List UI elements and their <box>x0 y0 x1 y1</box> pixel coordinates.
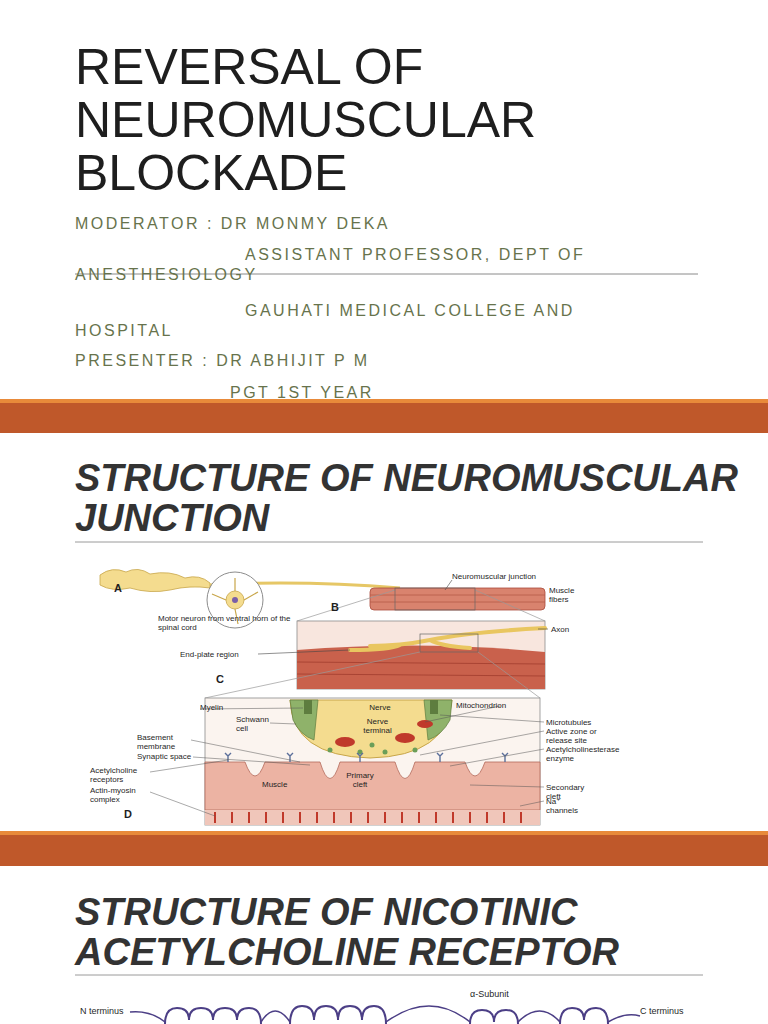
panel-letter: A <box>114 582 134 594</box>
presenter-line: PGT 1ST YEAR <box>230 383 630 403</box>
figure-label: Microtubules <box>546 718 626 727</box>
figure-label: Primary cleft <box>340 771 380 789</box>
leader-line <box>258 650 350 654</box>
moderator-line: MODERATOR : DR MONMY DEKA <box>75 214 695 234</box>
helix-segment <box>290 1006 386 1024</box>
panel-frame <box>297 621 545 689</box>
figure-label: Schwann cell <box>236 715 274 733</box>
muscle-cell <box>205 810 540 825</box>
slide-band <box>0 399 768 433</box>
slide-heading: STRUCTURE OF NICOTINIC ACETYLCHOLINE REC… <box>75 892 745 972</box>
actin-myosin <box>215 812 521 823</box>
vesicle <box>328 748 333 753</box>
figure-label: α-Subunit <box>470 989 540 999</box>
chain-loop <box>130 1006 640 1022</box>
schwann-cell <box>290 700 318 740</box>
figure-label: Nerve terminal <box>355 717 400 735</box>
panel-letter: C <box>216 673 236 685</box>
figure-label: Actin-myosin complex <box>90 786 145 804</box>
figure-label: Acetylcholine receptors <box>90 766 150 784</box>
muscle-fibers <box>370 588 545 610</box>
figure-label: Basement membrane <box>137 733 192 751</box>
leader-line <box>445 580 452 590</box>
band-stripe <box>0 831 768 835</box>
vesicle <box>413 748 418 753</box>
helix-segment <box>470 1010 518 1024</box>
axon-branch <box>350 628 545 650</box>
band-stripe <box>0 399 768 403</box>
figure-label: Neuromuscular junction <box>452 572 572 581</box>
nerve-terminal <box>290 700 452 758</box>
figure-label: Axon <box>551 625 591 634</box>
neuron-soma <box>226 591 244 609</box>
figure-label: Acetylcholinesterase enzyme <box>546 745 636 763</box>
vesicle <box>383 750 388 755</box>
leader-line <box>538 629 548 630</box>
figure-label: Muscle fibers <box>549 586 589 604</box>
zoom-line <box>205 652 540 698</box>
fiber-lines <box>370 595 545 602</box>
figure-label: Synaptic space <box>137 752 207 761</box>
affiliation-line: ASSISTANT PROFESSOR, DEPT OF ANESTHESIOL… <box>75 245 675 285</box>
heading-rule <box>75 975 703 976</box>
slide-band <box>0 831 768 866</box>
figure-label: Mitochondrion <box>456 701 526 710</box>
schwann-cell <box>424 700 452 740</box>
ach-receptor <box>225 753 508 762</box>
figure-label: Na⁺ channels <box>546 797 588 815</box>
zoom-frame <box>420 634 478 652</box>
myelin <box>430 700 438 714</box>
neuron-nucleus <box>232 597 238 603</box>
figure-label: Muscle <box>262 780 302 789</box>
zoom-frame <box>395 588 475 610</box>
helix-segment <box>560 1008 608 1024</box>
affiliation-line: GAUHATI MEDICAL COLLEGE AND HOSPITAL <box>75 301 675 341</box>
mitochondrion <box>395 733 415 743</box>
figure-label: N terminus <box>80 1006 150 1016</box>
vesicle <box>370 743 375 748</box>
figure-label: End-plate region <box>180 650 260 659</box>
figure-label: Active zone or release site <box>546 727 621 745</box>
figure-label: Myelin <box>200 703 240 712</box>
mitochondrion <box>335 737 355 747</box>
helix-segment <box>165 1008 261 1024</box>
panel-letter: D <box>124 808 144 820</box>
panel-letter: B <box>331 601 351 613</box>
myelin <box>304 700 312 714</box>
figure-label: Nerve <box>360 703 400 712</box>
slide-title: REVERSAL OF NEUROMUSCULAR BLOCKADE <box>75 41 635 200</box>
leader-line <box>150 706 544 816</box>
presenter-line: PRESENTER : DR ABHIJIT P M <box>75 351 695 371</box>
muscle-membrane <box>205 762 540 810</box>
mitochondrion <box>417 720 433 728</box>
slide-heading: STRUCTURE OF NEUROMUSCULAR JUNCTION <box>75 458 745 538</box>
figure-label: Motor neuron from ventral horn of the sp… <box>158 614 303 632</box>
heading-rule <box>75 542 703 543</box>
figure-label: C terminus <box>640 1006 710 1016</box>
zoom-line <box>297 590 545 621</box>
